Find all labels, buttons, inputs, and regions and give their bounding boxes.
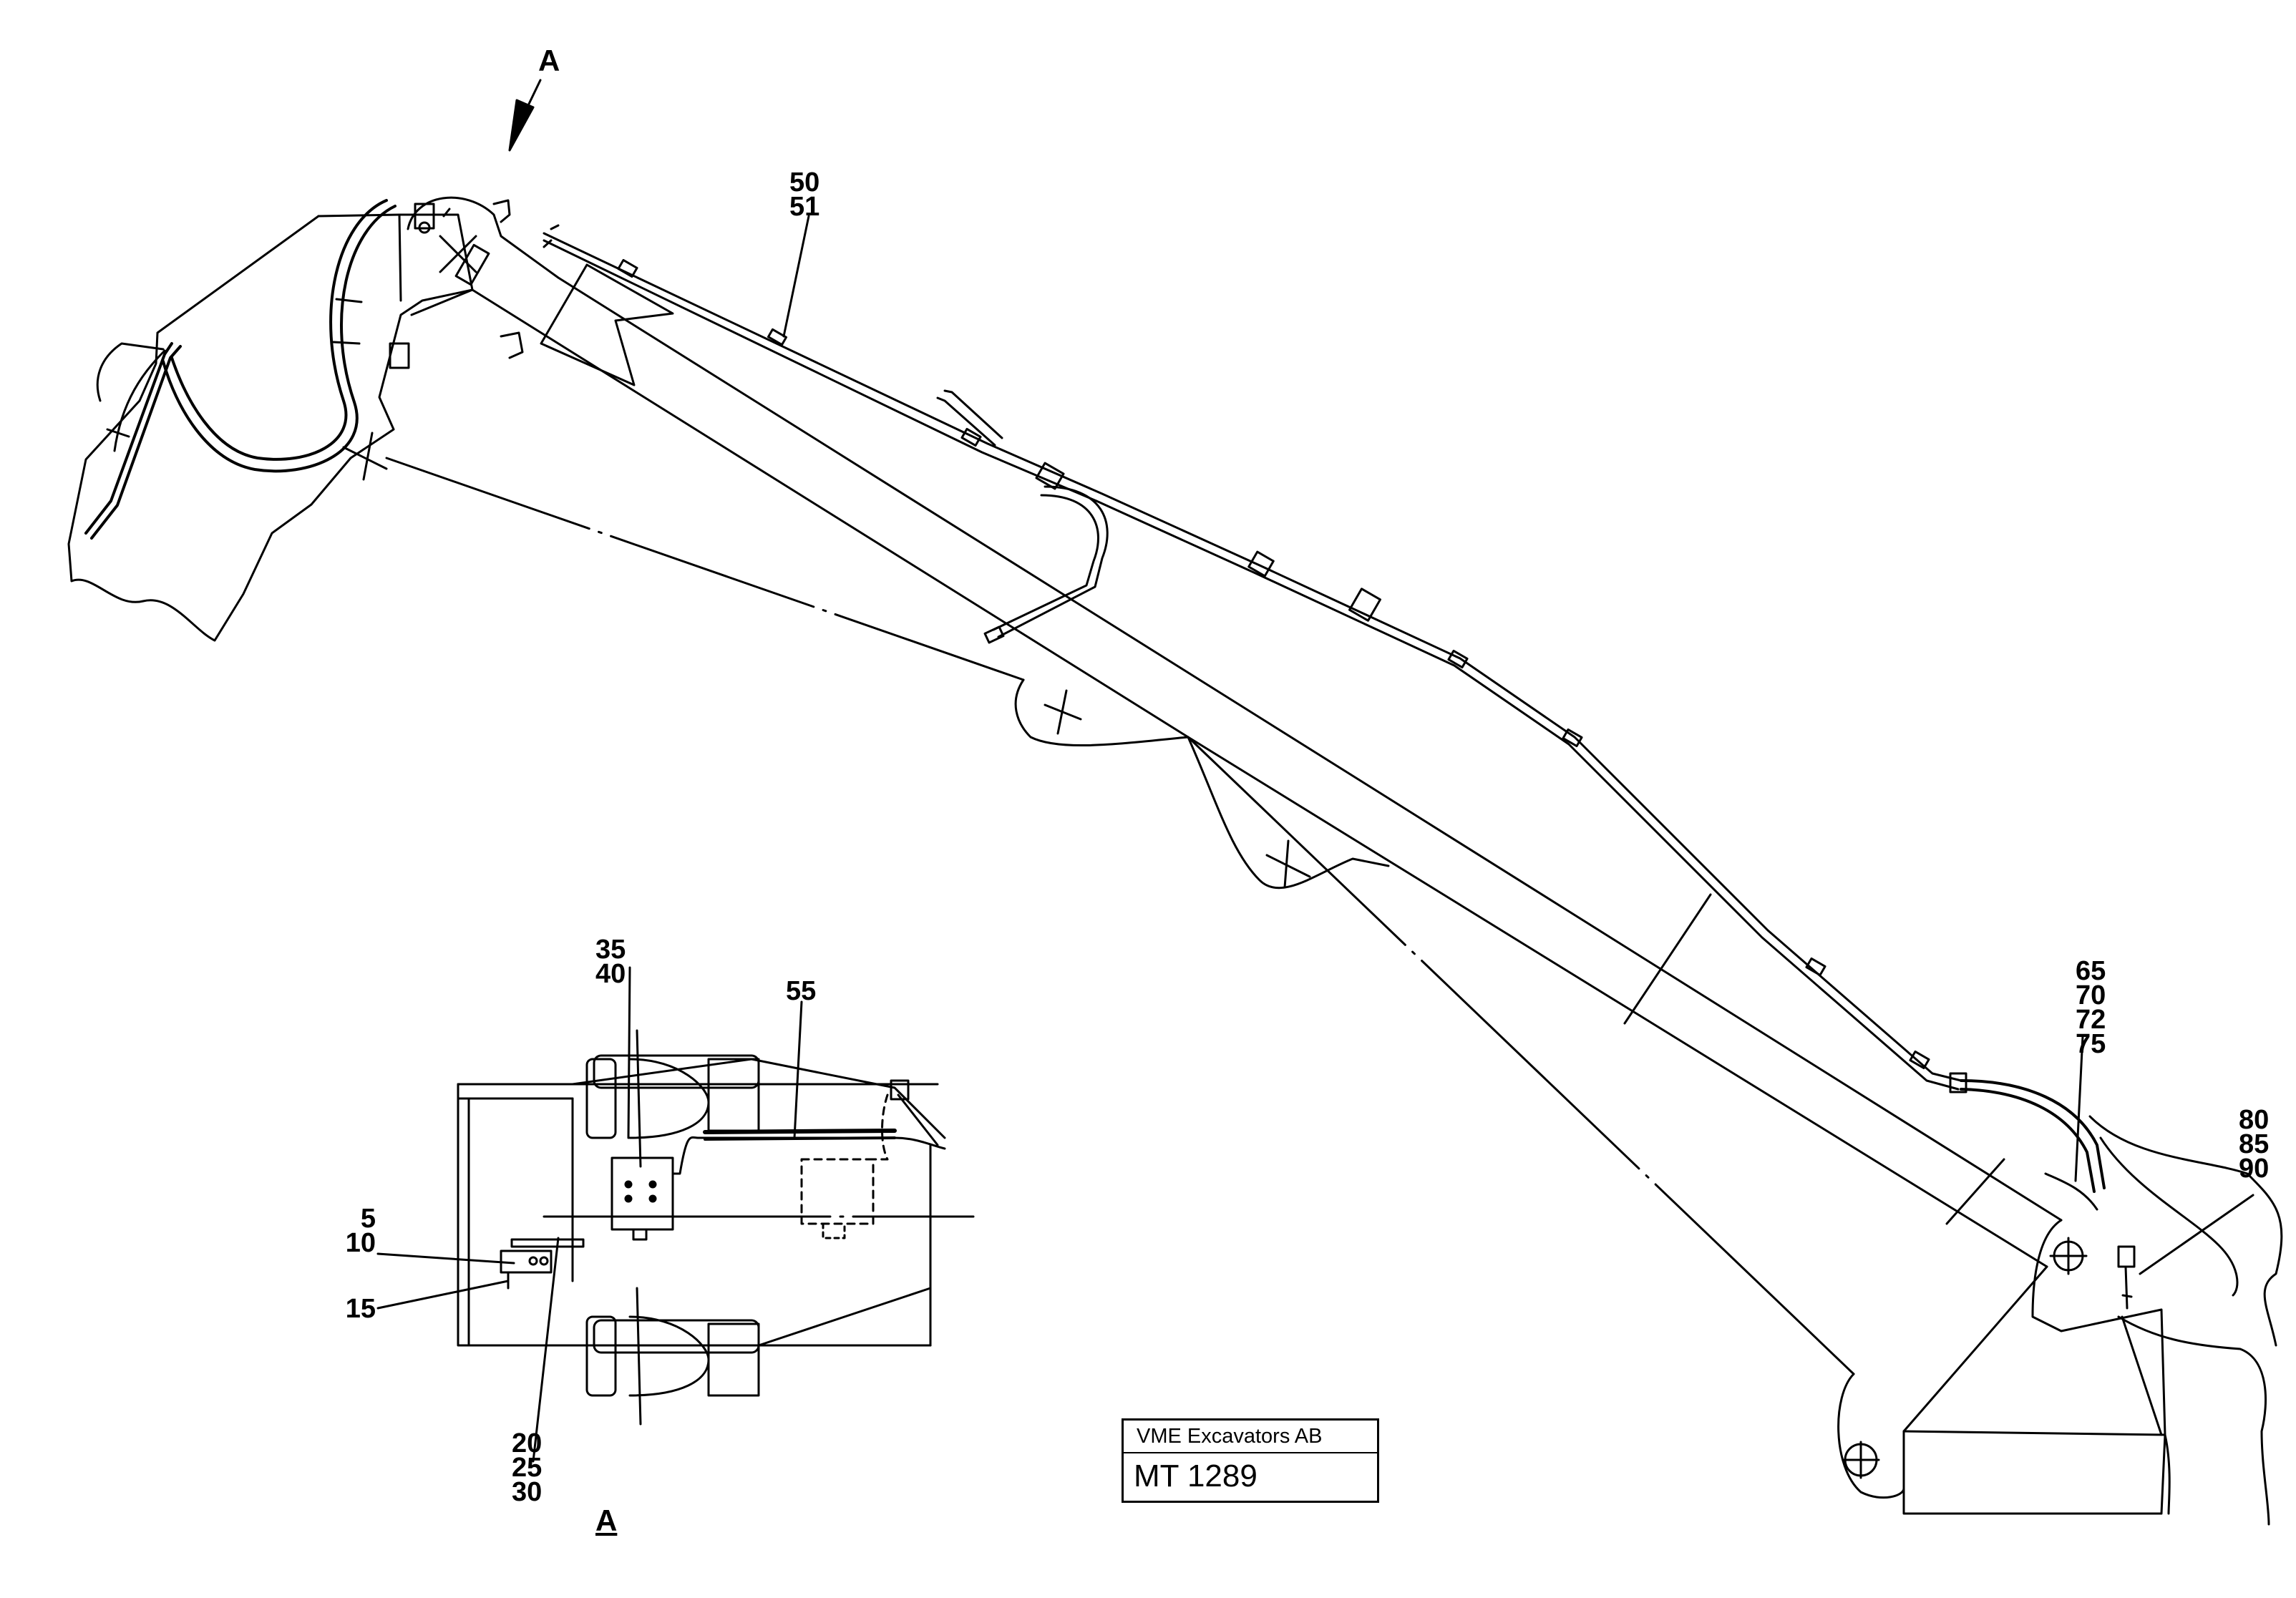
drawing-number: MT 1289 <box>1134 1458 1258 1494</box>
boom-foot <box>1837 1072 2283 1526</box>
view-arrow-label: A <box>538 44 560 77</box>
callout-number: 55 <box>786 976 817 1006</box>
callout-80-90: 80 85 90 <box>2239 1105 2270 1184</box>
callout-50-51: 50 51 <box>789 167 820 222</box>
callout-number: 20 <box>512 1428 543 1458</box>
callout-number: 72 <box>2076 1005 2106 1035</box>
section-view-a <box>457 1029 975 1426</box>
callout-number: 70 <box>2076 980 2106 1010</box>
callout-55: 55 <box>786 976 817 1006</box>
boom-outline <box>342 196 2063 1375</box>
callout-number: 50 <box>789 167 820 198</box>
title-block: VME Excavators AB MT 1289 <box>1122 1418 1379 1503</box>
callout-number: 25 <box>512 1453 543 1483</box>
callout-number: 80 <box>2239 1105 2270 1135</box>
callout-5-10: 5 10 <box>326 1204 376 1258</box>
callout-number: 65 <box>2076 956 2106 986</box>
view-arrow <box>508 79 542 152</box>
section-view-label: A <box>595 1504 618 1537</box>
callout-number: 5 <box>360 1204 376 1234</box>
callout-number: 30 <box>512 1477 543 1507</box>
callout-number: 75 <box>2076 1029 2106 1059</box>
callout-number: 35 <box>595 935 626 965</box>
callout-15: 15 <box>326 1294 376 1324</box>
boom-pipe <box>543 224 1962 1091</box>
callout-number: 90 <box>2239 1154 2270 1184</box>
callout-65-75: 65 70 72 75 <box>2076 956 2106 1059</box>
callout-number: 40 <box>595 959 626 989</box>
leader-lines <box>376 215 2254 1463</box>
callout-number: 15 <box>345 1294 376 1324</box>
callout-20-25-30: 20 25 30 <box>512 1428 543 1507</box>
callout-number: 85 <box>2239 1129 2270 1159</box>
company-name: VME Excavators AB <box>1124 1421 1377 1453</box>
arm-outline <box>67 199 474 642</box>
callout-number: 10 <box>345 1228 376 1258</box>
callout-number: 51 <box>789 192 820 222</box>
callout-35-40: 35 40 <box>595 935 626 989</box>
